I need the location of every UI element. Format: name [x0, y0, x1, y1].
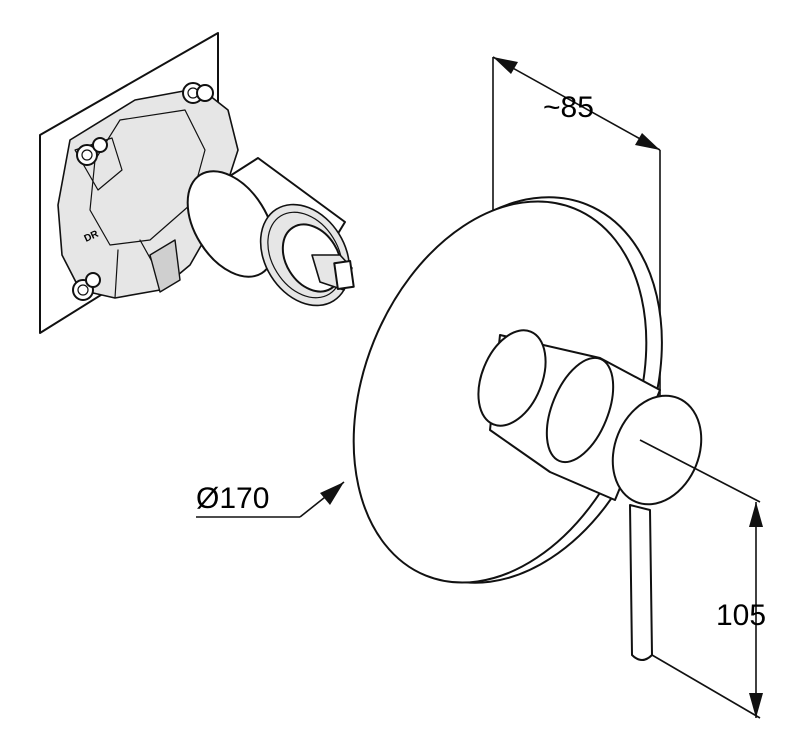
diameter-dimension-label: Ø170 [196, 482, 269, 515]
handle-end-cap [611, 394, 703, 506]
depth-dimension-label: ~85 [543, 91, 594, 124]
trim-assembly [352, 196, 703, 661]
concealed-body-assembly: DR [39, 32, 355, 334]
mounting-screws [72, 82, 214, 301]
height-dimension: 105 [639, 439, 766, 719]
diameter-dimension: Ø170 [196, 481, 345, 518]
height-dimension-label: 105 [716, 599, 766, 632]
handle-lever [629, 504, 653, 661]
